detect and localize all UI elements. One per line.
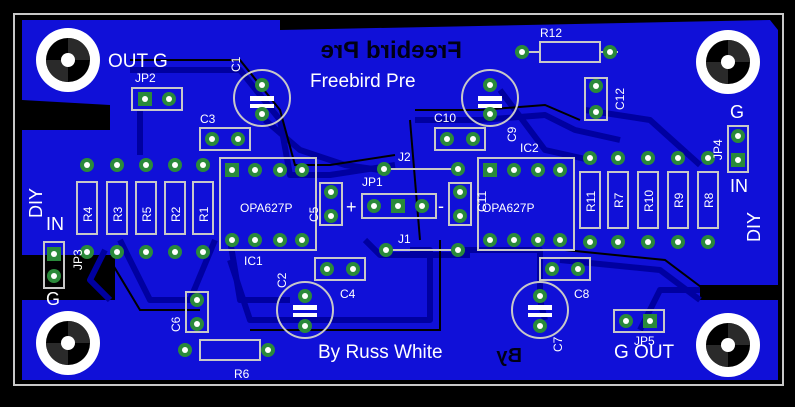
ref-ic1: IC1: [244, 254, 263, 268]
ref-r10: R10: [642, 190, 656, 212]
mounting-hole-top-right: [696, 30, 760, 94]
ref-c2: C2: [275, 272, 289, 288]
label-g-left: G: [46, 289, 60, 309]
silk-title: Freebird Pre: [310, 71, 416, 92]
label-g-out: G OUT: [614, 342, 675, 363]
ref-c3: C3: [200, 112, 216, 126]
ref-r8: R8: [702, 192, 716, 208]
resistor-r6: [178, 339, 275, 361]
ref-r3: R3: [111, 206, 125, 222]
j1-jumper: [379, 243, 465, 257]
ref-minus: -: [438, 196, 444, 216]
cap-c9: [461, 69, 519, 127]
label-diy-left: DIY: [26, 188, 46, 218]
ref-c12: C12: [613, 88, 627, 110]
ref-c1: C1: [229, 56, 243, 72]
ref-j2: J2: [398, 150, 411, 164]
ref-c7: C7: [551, 336, 565, 352]
jp3-header: [43, 241, 65, 289]
ref-r9: R9: [672, 192, 686, 208]
ref-c10: C10: [434, 111, 456, 125]
ref-r5: R5: [140, 206, 154, 222]
ref-c8: C8: [574, 287, 590, 301]
ref-r1: R1: [197, 206, 211, 222]
label-diy-right: DIY: [744, 212, 764, 242]
ref-plus: +: [346, 197, 357, 217]
component-labels: R12 C1 C3 JP2 C10 C9 C12 IC1 IC2 OPA627P…: [71, 26, 725, 381]
ref-j1: J1: [398, 232, 411, 246]
mounting-hole-bottom-left: [36, 311, 100, 375]
jp5-header: [613, 309, 665, 333]
resistors-left: [76, 181, 214, 235]
ref-r7: R7: [612, 192, 626, 208]
copper-credit: By: [496, 345, 522, 367]
ref-jp5: JP5: [634, 334, 655, 348]
clearance-lines: [109, 59, 706, 331]
ref-c4: C4: [340, 287, 356, 301]
resistors-right: [579, 171, 719, 229]
ref-jp1: JP1: [362, 175, 383, 189]
ref-jp4: JP4: [711, 139, 725, 160]
label-out-g: OUT G: [108, 51, 168, 72]
ref-c11: C11: [475, 191, 489, 212]
j2-jumper: [377, 162, 465, 176]
ref-c9: C9: [505, 126, 519, 142]
silk-credit: By Russ White: [318, 342, 443, 363]
ref-r4: R4: [81, 206, 95, 222]
jp2-header: [131, 87, 183, 111]
ref-c5: C5: [307, 206, 321, 222]
ref-r6: R6: [234, 367, 250, 381]
ref-r2: R2: [169, 206, 183, 222]
ref-op2: OPA627P: [482, 201, 534, 215]
ref-c6: C6: [169, 316, 183, 332]
jp1-header: [361, 193, 437, 219]
copper-title: Freebird Pre: [321, 37, 462, 64]
ref-op1: OPA627P: [240, 201, 292, 215]
jp4-header: [727, 125, 749, 173]
film-caps: [185, 77, 608, 333]
cap-c1: [233, 69, 291, 127]
board-outline: [13, 13, 784, 386]
mounting-hole-top-left: [36, 28, 100, 92]
cap-c2: [276, 281, 334, 339]
mounting-hole-bottom-right: [696, 313, 760, 377]
ref-jp3: JP3: [71, 249, 85, 270]
ref-jp2: JP2: [135, 71, 156, 85]
cap-c7: [511, 281, 569, 339]
ref-r11: R11: [584, 191, 598, 212]
label-in-right: IN: [730, 176, 748, 196]
label-in-left: IN: [46, 214, 64, 234]
ic1-outline: [219, 157, 317, 251]
ref-r12: R12: [540, 26, 562, 40]
ic2-outline: [477, 157, 575, 251]
label-g-right: G: [730, 102, 744, 122]
resistor-r12: [515, 41, 618, 63]
ref-ic2: IC2: [520, 141, 539, 155]
